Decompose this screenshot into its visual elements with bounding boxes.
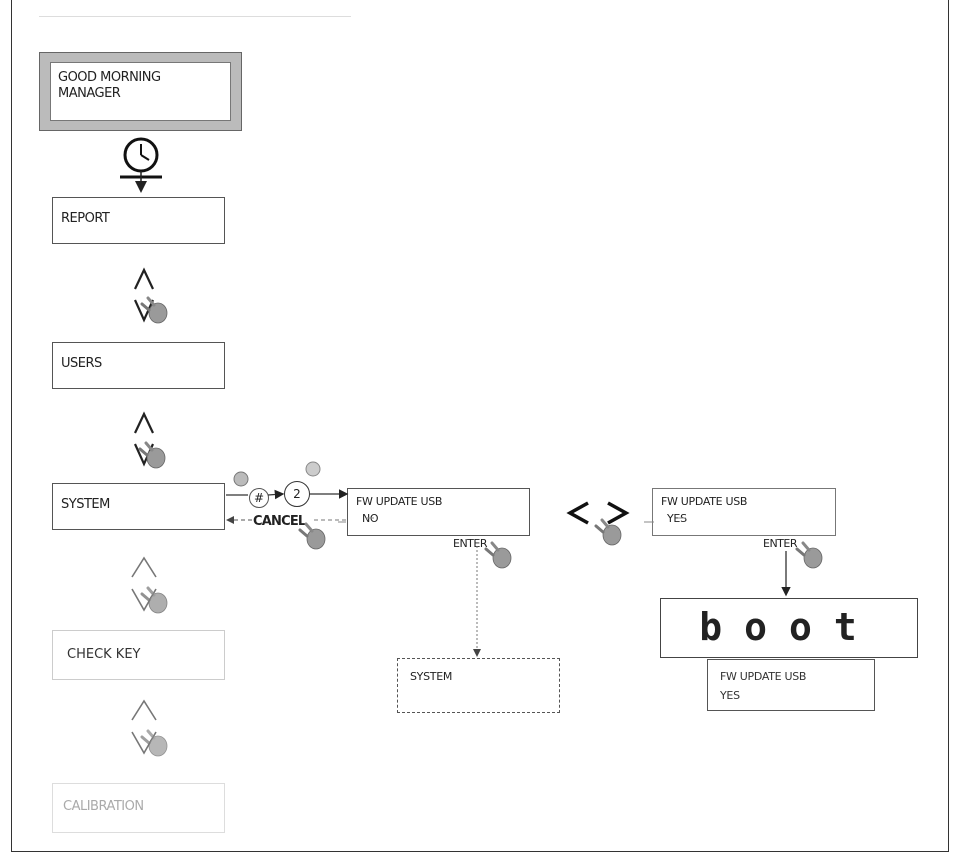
enter-label-1: ENTER xyxy=(453,537,488,550)
hash-key-icon: # xyxy=(249,488,269,508)
hand-press-icon xyxy=(140,296,169,325)
top-divider xyxy=(39,16,351,17)
step-number-circle: 2 xyxy=(284,481,310,507)
down-arrow-icon xyxy=(133,299,155,323)
menu-calibration[interactable]: CALIBRATION xyxy=(52,783,225,833)
menu-users[interactable]: USERS xyxy=(52,342,225,389)
display-fw-update-yes: FW UPDATE USB YES xyxy=(652,488,836,536)
diagram-frame xyxy=(11,0,949,852)
display-fw-update-no: FW UPDATE USB NO xyxy=(347,488,530,536)
system-result-box: SYSTEM xyxy=(397,658,560,713)
clock-icon xyxy=(120,137,162,193)
display-yes-line2: YES xyxy=(667,512,687,525)
display-no-line1: FW UPDATE USB xyxy=(356,495,443,508)
left-right-arrows-icon xyxy=(566,501,630,525)
menu-check-key[interactable]: CHECK KEY xyxy=(52,630,225,680)
boot-sub-display: FW UPDATE USB YES xyxy=(707,659,875,711)
boot-display: boot xyxy=(660,598,918,658)
step-number-label: 2 xyxy=(293,487,301,501)
display-yes-line1: FW UPDATE USB xyxy=(661,495,748,508)
up-down-arrows-1 xyxy=(133,267,155,323)
menu-users-label: USERS xyxy=(61,356,102,371)
menu-report[interactable]: REPORT xyxy=(52,197,225,244)
greeting-line1: GOOD MORNING xyxy=(58,70,161,85)
hash-key-label: # xyxy=(253,491,265,505)
greeting-display: GOOD MORNING MANAGER xyxy=(39,52,242,131)
boot-sub-line2: YES xyxy=(720,689,740,702)
boot-display-text: boot xyxy=(699,605,879,649)
hand-press-icon xyxy=(484,541,513,570)
up-arrow-icon xyxy=(131,699,157,721)
key-tap-icon xyxy=(233,471,249,487)
cancel-label: CANCEL xyxy=(253,514,306,529)
up-arrow-icon xyxy=(134,411,154,434)
menu-system[interactable]: SYSTEM xyxy=(52,483,225,530)
hand-press-icon xyxy=(298,522,327,551)
menu-report-label: REPORT xyxy=(61,211,110,226)
menu-check-key-label: CHECK KEY xyxy=(67,647,141,662)
flow-arrow xyxy=(267,489,285,500)
greeting-line2: MANAGER xyxy=(58,86,121,101)
up-arrow-icon xyxy=(134,267,154,290)
menu-calibration-label: CALIBRATION xyxy=(63,799,144,814)
up-arrow-icon xyxy=(131,556,157,578)
system-result-label: SYSTEM xyxy=(410,670,453,683)
menu-system-label: SYSTEM xyxy=(61,497,110,512)
key-tap-icon xyxy=(305,461,321,477)
boot-sub-line1: FW UPDATE USB xyxy=(720,670,807,683)
enter-label-2: ENTER xyxy=(763,537,798,550)
hand-press-icon xyxy=(795,541,824,570)
